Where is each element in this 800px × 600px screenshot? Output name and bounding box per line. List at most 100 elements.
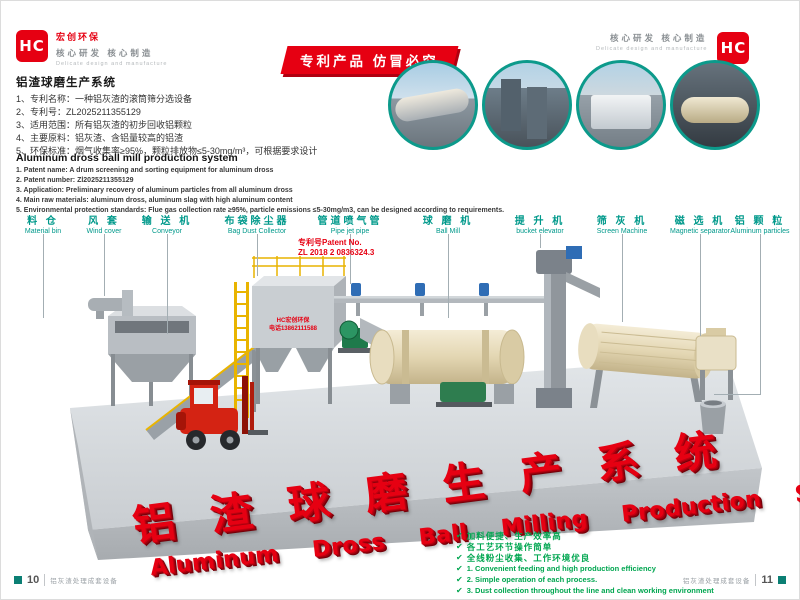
intro-english: Aluminum dross ball mill production syst… — [16, 152, 504, 216]
tagline-en-right: Delicate design and manufacture — [596, 46, 708, 52]
intro-cn-line: 3、适用范围：所有铝灰渣的初步回收铝颗粒 — [16, 120, 193, 130]
feature-item: ✔各工艺环节操作简单 — [456, 542, 553, 552]
leader-line — [760, 234, 761, 394]
brand-logo-icon-right: HC — [717, 32, 750, 64]
leader-line — [714, 394, 761, 395]
feature-item: ✔2. Simple operation of each process. — [456, 575, 598, 584]
label-en: Material bin — [24, 228, 62, 235]
tagline-cn-right: 核心研发 核心制造 — [610, 33, 708, 43]
intro-en-title: Aluminum dross ball mill production syst… — [16, 152, 238, 164]
check-icon: ✔ — [456, 531, 463, 540]
label-en: Conveyor — [152, 228, 182, 235]
label-cn: 磁 选 机 — [674, 216, 726, 227]
intro-cn-line: 5、环保标准：烟气收集率≥95%，颗粒排放物≤5-30mg/m³，可根据要求设计 — [16, 146, 318, 156]
header-left: HC 宏创环保 核心研发 核心制造 Delicate design and ma… — [16, 30, 167, 67]
tagline-en: Delicate design and manufacture — [56, 61, 168, 67]
footer-square-icon — [14, 576, 22, 584]
intro-en-line: 4. Main raw materials: aluminum dross, a… — [16, 197, 293, 204]
leader-line — [43, 234, 44, 318]
photo-machine-shape — [681, 97, 749, 123]
page-number-right: 11 — [761, 574, 773, 586]
photo-strip — [388, 60, 760, 150]
label-en: Magnetic separator — [670, 228, 730, 235]
patent-note-line1: 专利号Patent No. — [298, 238, 362, 247]
photo-bag-filter — [576, 60, 666, 150]
intro-en-line: 1. Patent name: A drum screening and sor… — [16, 167, 274, 174]
magnetic-separator — [695, 328, 737, 400]
label-cn: 管道喷气管 — [317, 216, 383, 227]
tagline-cn: 核心研发 核心制造 — [56, 48, 154, 58]
label-cn: 提 升 机 — [514, 216, 566, 227]
label-en: Aluminum particles — [730, 228, 790, 235]
patent-note-line2: ZL 2018 2 0836324.3 — [298, 248, 375, 257]
label-cn: 铝 颗 粒 — [734, 216, 786, 227]
check-icon: ✔ — [456, 542, 463, 551]
forklift — [176, 376, 268, 450]
wind-cover-duct — [88, 290, 133, 319]
feature-item: ✔3. Dust collection throughout the line … — [456, 586, 714, 595]
label-en: bucket elevator — [516, 228, 564, 235]
photo-workshop — [670, 60, 760, 150]
access-ladder — [234, 282, 249, 418]
jet-valves — [351, 283, 489, 296]
bucket-elevator — [536, 246, 600, 408]
leader-line — [540, 234, 541, 248]
leader-line — [167, 234, 168, 334]
label-en: Pipe jet pipe — [330, 228, 370, 235]
check-icon: ✔ — [456, 564, 463, 573]
label-en: Screen Machine — [596, 228, 648, 235]
footer-caption-left: 铝灰渣处理成套设备 — [50, 578, 118, 585]
check-icon: ✔ — [456, 575, 463, 584]
page-number-left: 10 — [27, 574, 40, 586]
footer-left: 10 铝灰渣处理成套设备 — [14, 574, 118, 586]
feature-item: ✔全线粉尘收集、工作环境优良 — [456, 553, 591, 563]
intro-cn-line: 4、主要原料：铝灰渣、含铝量较高的铝渣 — [16, 133, 184, 143]
intro-cn-line: 2、专利号：ZL2025211355129 — [16, 107, 141, 117]
leader-line — [700, 234, 701, 336]
header-right: 核心研发 核心制造 Delicate design and manufactur… — [596, 32, 750, 64]
label-cn: 料 仓 — [27, 216, 59, 227]
material-bin — [108, 306, 196, 406]
label-en: Ball Mill — [435, 228, 461, 235]
intro-en-line: 3. Application: Preliminary recovery of … — [16, 187, 293, 194]
check-icon: ✔ — [456, 553, 463, 562]
machine-brand-line1: HC宏创环保 — [276, 318, 310, 324]
feature-list: ✔加料便捷、生产效率高 ✔各工艺环节操作简单 ✔全线粉尘收集、工作环境优良 ✔1… — [456, 531, 714, 597]
feature-item: ✔加料便捷、生产效率高 — [456, 531, 562, 541]
footer-right: 铝灰渣处理成套设备 11 — [683, 574, 786, 586]
intro-chinese: 铝渣球磨生产系统 1、专利名称：一种铝灰渣的滚筒筛分选设备 2、专利号：ZL20… — [16, 74, 317, 158]
label-cn: 布袋除尘器 — [224, 216, 290, 227]
footer-divider — [755, 574, 757, 586]
photo-machine-shape — [591, 95, 651, 129]
leader-line — [257, 234, 258, 276]
leader-line — [104, 234, 105, 296]
ball-mill — [360, 318, 525, 407]
particles-bucket — [700, 400, 726, 434]
bag-dust-collector — [252, 256, 346, 404]
leader-line — [448, 234, 449, 318]
intro-en-line: 2. Patent number: Zl2025211355129 — [16, 177, 134, 184]
intro-en-line: 5. Environmental protection standards: F… — [16, 207, 505, 214]
photo-dust-plant — [482, 60, 572, 150]
leader-line — [350, 234, 351, 284]
intro-cn-title: 铝渣球磨生产系统 — [16, 77, 116, 89]
feature-item: ✔1. Convenient feeding and high producti… — [456, 564, 656, 573]
intro-cn-line: 1、专利名称：一种铝灰渣的滚筒筛分选设备 — [16, 94, 193, 104]
label-en: Wind cover — [86, 228, 122, 235]
footer-caption-right: 铝灰渣处理成套设备 — [682, 578, 751, 585]
photo-rotary-drum — [388, 60, 478, 150]
label-en: Bag Dust Collector — [227, 228, 287, 235]
footer-divider — [44, 574, 46, 586]
photo-machine-shape — [501, 79, 521, 131]
brand-name: 宏创环保 — [56, 32, 101, 42]
